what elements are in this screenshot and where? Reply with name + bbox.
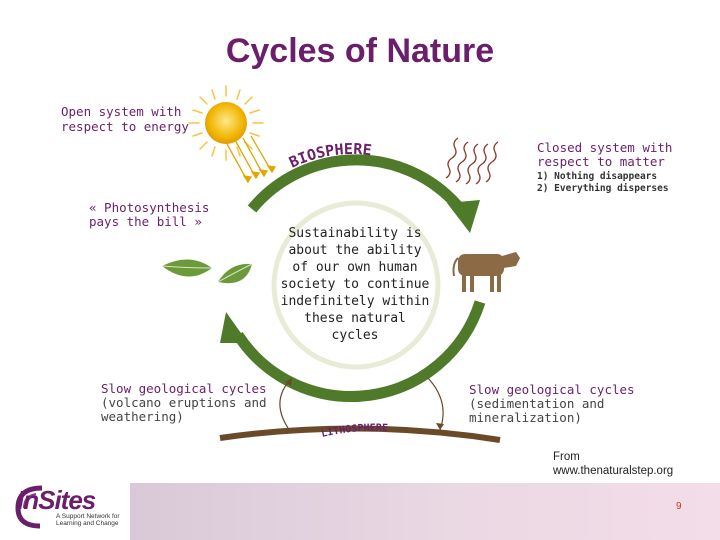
source-credit: From www.thenaturalstep.org xyxy=(553,450,673,478)
sun-icon xyxy=(188,85,264,161)
photosynthesis-text: « Photosynthesis pays the bill » xyxy=(89,200,210,229)
footer-band xyxy=(130,483,720,540)
logo-swoosh-icon xyxy=(15,485,43,529)
lithosphere-label: LITHOSPHERE xyxy=(320,423,388,440)
page-number: 9 xyxy=(676,501,682,512)
open-system-text: Open system with respect to energy xyxy=(61,104,189,134)
cycle-arrow-top xyxy=(247,154,467,215)
cycle-arrowhead-bottom xyxy=(220,312,248,343)
cycle-arrowhead-top xyxy=(447,200,480,233)
faint-inner-circle xyxy=(271,200,441,370)
page-title: Cycles of Nature xyxy=(225,32,495,70)
heat-waves-icon xyxy=(445,137,499,185)
cow-icon xyxy=(452,252,520,292)
slow-cycles-right-sub: (sedimentation and mineralization) xyxy=(469,396,605,425)
closed-point-2: 2) Everything disperses xyxy=(537,183,669,194)
cycle-arrow-bottom xyxy=(233,300,486,402)
source-from: From xyxy=(553,451,580,463)
closed-system-text: Closed system with respect to matter xyxy=(537,140,673,169)
slow-cycles-left: Slow geological cycles (volcano eruption… xyxy=(101,382,267,424)
lithosphere-band xyxy=(219,425,501,443)
slow-cycles-left-title: Slow geological cycles xyxy=(101,381,267,396)
source-url: www.thenaturalstep.org xyxy=(553,465,674,477)
logo-wordmark: InSites xyxy=(17,485,96,515)
slow-cycles-left-sub: (volcano eruptions and weathering) xyxy=(101,395,267,424)
sun-rays-icon xyxy=(226,135,277,184)
sustainability-text: Sustainability is about the ability of o… xyxy=(280,226,430,343)
slow-cycles-right: Slow geological cycles (sedimentation an… xyxy=(469,383,635,425)
slow-cycles-right-title: Slow geological cycles xyxy=(469,382,635,397)
logo xyxy=(0,475,130,540)
logo-tagline: A Support Network for Learning and Chang… xyxy=(56,513,120,527)
leaves-icon xyxy=(161,259,253,284)
closed-point-1: 1) Nothing disappears xyxy=(537,171,658,182)
geo-arrow-right xyxy=(427,377,444,431)
closed-system-list: 1) Nothing disappears 2) Everything disp… xyxy=(537,171,669,195)
